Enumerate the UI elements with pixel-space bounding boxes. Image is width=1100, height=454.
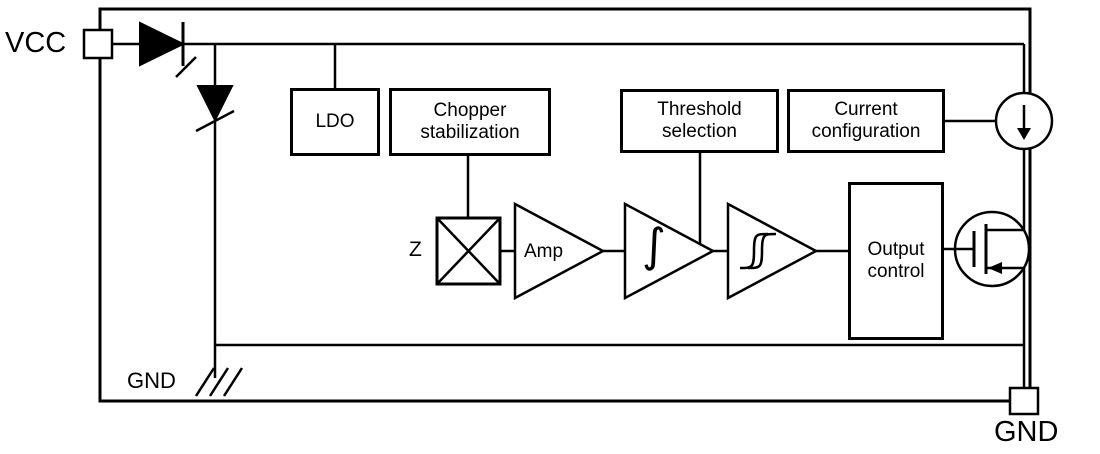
gnd-left-label: GND	[127, 368, 176, 393]
amplifier-triangle-icon	[513, 201, 606, 301]
gnd-pin-label: GND	[994, 416, 1059, 448]
amp-label: Amp	[524, 241, 564, 262]
block-ldo: LDO	[290, 88, 380, 156]
mosfet-icon	[943, 210, 1031, 288]
block-current-config-label: Current configuration	[811, 98, 921, 142]
gnd-pad-icon	[1008, 386, 1040, 416]
ground-icon	[194, 367, 244, 397]
integrator-symbol: ∫	[642, 218, 666, 272]
block-chopper-label: Chopper stabilization	[420, 99, 520, 143]
vcc-pad-icon	[82, 28, 114, 60]
vcc-pin-label: VCC	[5, 27, 67, 59]
diode-icon	[139, 21, 197, 78]
block-output-control-label: Output control	[867, 238, 925, 282]
block-output-control: Output control	[848, 182, 944, 340]
schmitt-trigger-icon	[726, 201, 819, 301]
z-input-label: Z	[409, 238, 422, 261]
multiplier-icon	[435, 216, 502, 286]
current-source-icon	[994, 91, 1054, 151]
block-current-configuration: Current configuration	[787, 89, 945, 153]
block-threshold-label: Threshold selection	[657, 98, 742, 142]
integrator-triangle-icon	[623, 201, 716, 301]
zener-diode-icon	[195, 44, 235, 378]
block-threshold-selection: Threshold selection	[620, 89, 779, 153]
chip-boundary	[98, 7, 1032, 403]
block-chopper-stabilization: Chopper stabilization	[389, 88, 551, 156]
block-ldo-label: LDO	[315, 110, 355, 132]
